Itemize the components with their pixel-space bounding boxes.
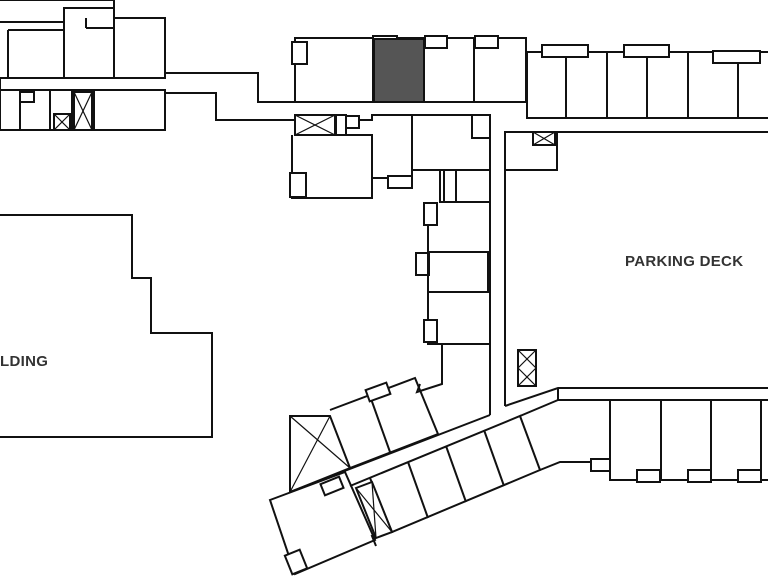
bottom-right-units: [519, 388, 768, 483]
central-stack: [415, 115, 491, 415]
top-left-building: [0, 0, 166, 131]
central-core: [289, 114, 491, 203]
diagonal-wing-lower: [268, 414, 542, 576]
corridor-links: [165, 72, 768, 121]
left-building: [0, 214, 213, 438]
top-right-units: [526, 44, 768, 118]
parking-deck-label: PARKING DECK: [625, 253, 744, 270]
diagonal-wing-upper: [289, 368, 491, 494]
building-label: LDING: [0, 353, 49, 370]
highlighted-unit[interactable]: [373, 38, 425, 103]
